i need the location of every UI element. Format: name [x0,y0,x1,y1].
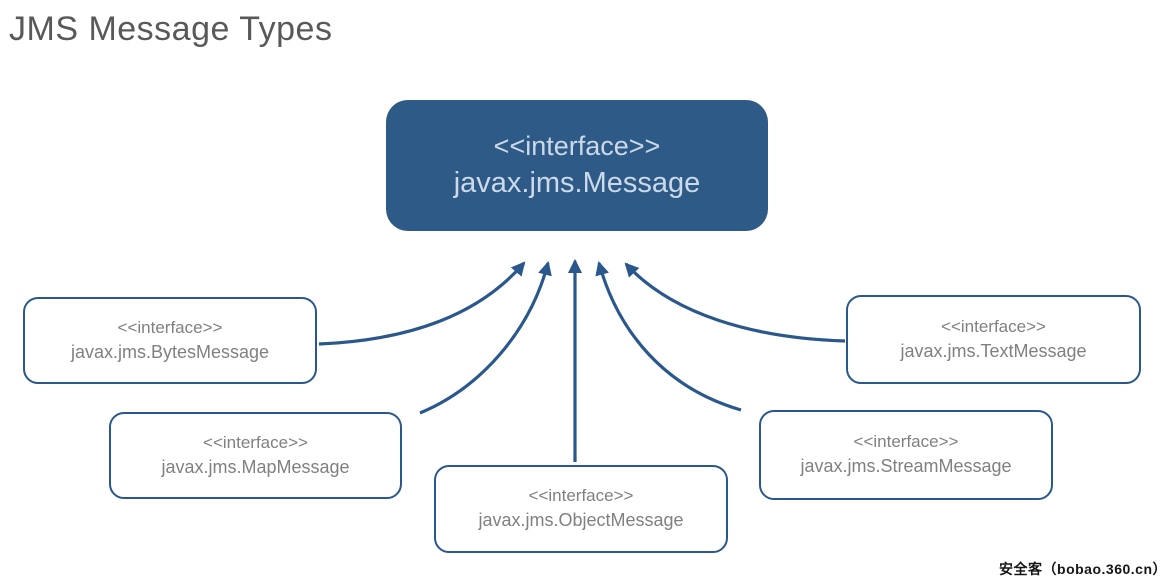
interface-name: javax.jms.ObjectMessage [478,510,684,531]
node-javax-jms-objectmessage: <<interface>> javax.jms.ObjectMessage [434,465,728,553]
node-javax-jms-message: <<interface>> javax.jms.Message [386,100,768,231]
stereotype-label: <<interface>> [853,432,959,452]
node-javax-jms-textmessage: <<interface>> javax.jms.TextMessage [846,295,1141,384]
page-title: JMS Message Types [9,10,333,48]
interface-name: javax.jms.TextMessage [900,340,1087,361]
parent-interface-name: javax.jms.Message [453,167,701,200]
interface-name: javax.jms.StreamMessage [800,456,1012,477]
node-javax-jms-mapmessage: <<interface>> javax.jms.MapMessage [109,412,402,499]
stereotype-label: <<interface>> [528,486,634,506]
node-javax-jms-bytesmessage: <<interface>> javax.jms.BytesMessage [23,297,317,384]
interface-name: javax.jms.MapMessage [161,456,350,477]
arrow-text-to-message [624,262,846,343]
stereotype-label: <<interface>> [117,317,223,337]
stereotype-label: <<interface>> [941,316,1046,336]
stereotype-label: <<interface>> [203,432,308,452]
node-javax-jms-streammessage: <<interface>> javax.jms.StreamMessage [759,410,1053,500]
watermark-anquanke: 安全客（bobao.360.cn） [999,561,1167,577]
arrow-bytes-to-message [318,261,526,346]
arrow-stream-to-message [595,260,742,412]
arrow-map-to-message [419,260,552,415]
parent-stereotype-label: <<interface>> [493,130,661,161]
interface-name: javax.jms.BytesMessage [70,341,270,362]
